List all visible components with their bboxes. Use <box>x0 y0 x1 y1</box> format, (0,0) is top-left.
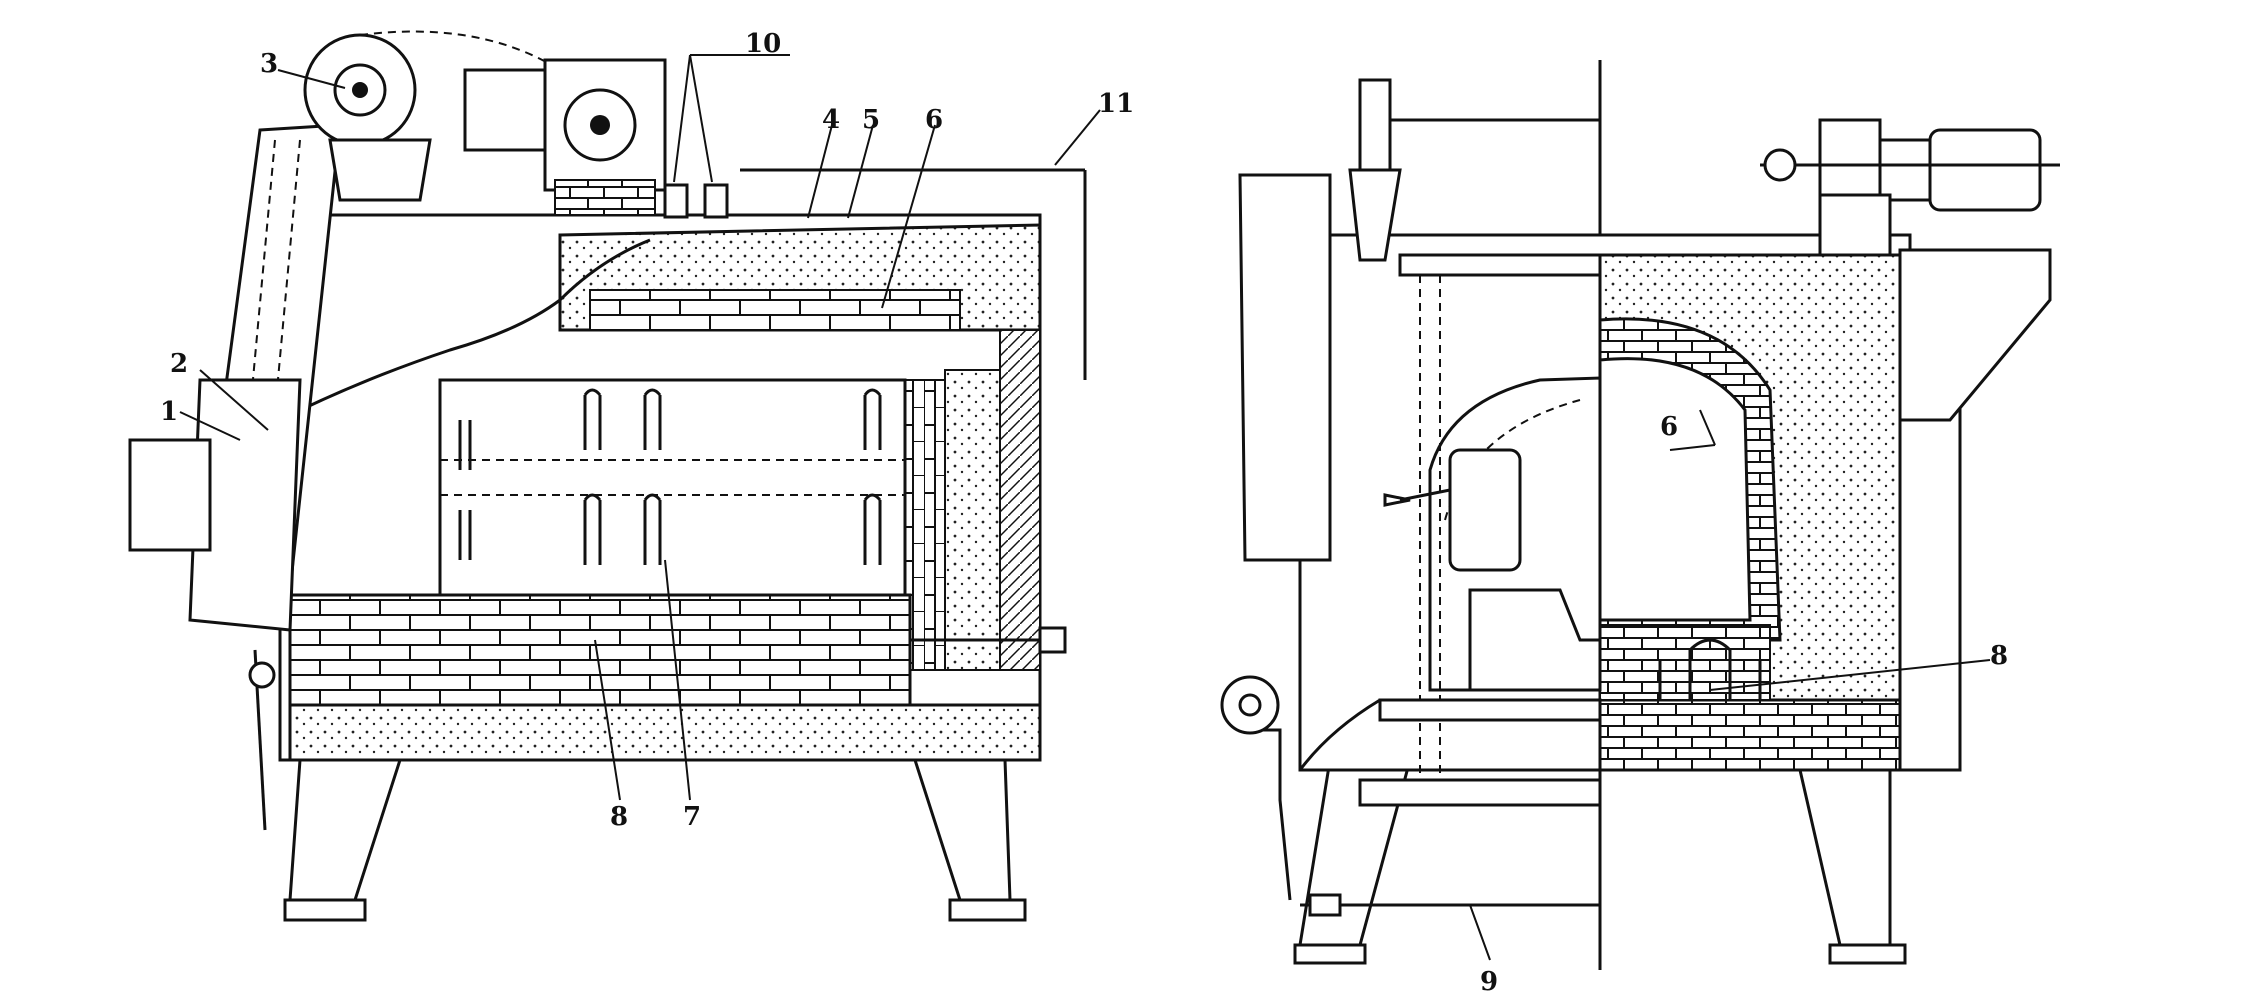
label-6: 6 <box>925 105 943 135</box>
label-1: 1 <box>160 397 178 427</box>
label-4: 4 <box>822 105 840 135</box>
cross-left-panel <box>1238 173 1332 562</box>
label-6-right: 6 <box>1660 412 1678 442</box>
cutaway-line <box>279 238 651 422</box>
roof-bricks <box>589 289 961 331</box>
label-10: 10 <box>745 29 781 59</box>
top-gearbox <box>1818 118 1882 197</box>
labels: 3 2 1 10 4 5 6 11 8 7 6 8 9 <box>160 29 2008 997</box>
cross-floor-bricks <box>1598 698 1902 772</box>
right-rear-leg <box>1798 768 1892 947</box>
leader-lines-right <box>1469 409 1991 961</box>
floor-insulation <box>288 703 1042 762</box>
heating-chamber <box>438 378 907 607</box>
bottom-element <box>1688 638 1732 700</box>
label-8: 8 <box>610 802 628 832</box>
left-rear-leg <box>912 758 1012 902</box>
cross-side-bracket <box>1898 248 2052 422</box>
left-section-view <box>128 30 1101 922</box>
label-9: 9 <box>1480 967 1498 997</box>
top-left-pulley <box>1358 78 1392 172</box>
label-5: 5 <box>862 105 880 135</box>
heating-elements <box>458 388 882 565</box>
label-11: 11 <box>1098 89 1134 119</box>
label-7: 7 <box>683 802 701 832</box>
leader-lines-left <box>179 54 1101 801</box>
drive-gearbox <box>463 68 547 152</box>
end-wall-casing <box>999 329 1041 671</box>
pulley-bracket <box>328 138 432 202</box>
drive-chain <box>359 30 561 71</box>
thermocouple-2 <box>703 183 729 219</box>
floor-bricks <box>288 593 912 707</box>
right-section-view <box>1220 60 2060 970</box>
door-counterweight <box>128 438 212 552</box>
muffle-door <box>1448 448 1522 572</box>
label-8-right: 8 <box>1990 641 2008 671</box>
left-front-foot <box>283 898 367 922</box>
thermocouple-1 <box>663 183 689 219</box>
label-3: 3 <box>260 49 278 79</box>
left-front-leg <box>288 758 403 902</box>
bottom-duct <box>1358 778 1602 807</box>
cross-chamber-right <box>1598 357 1752 622</box>
left-rear-foot <box>948 898 1027 922</box>
label-2: 2 <box>170 349 188 379</box>
end-wall-insulation <box>944 369 1001 671</box>
top-motor <box>1928 128 2042 212</box>
